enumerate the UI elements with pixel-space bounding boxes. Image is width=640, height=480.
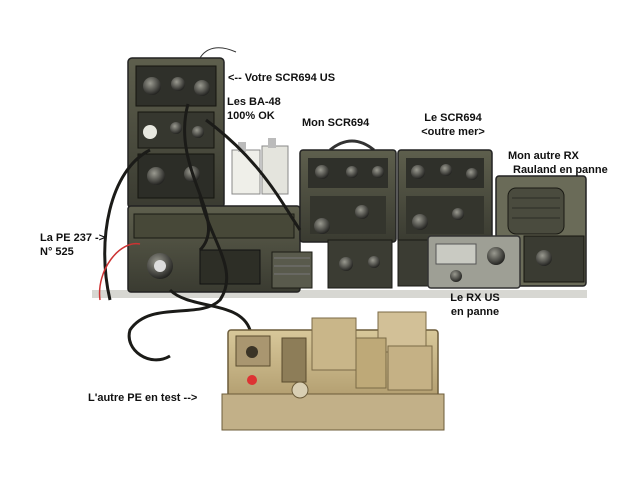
ba48-batteries [231, 138, 289, 195]
label-votre-scr694: <-- Votre SCR694 US [228, 72, 336, 84]
red-wire [98, 243, 141, 301]
rx-us-unit [427, 235, 521, 289]
label-mon-scr694: Mon SCR694 [302, 117, 370, 129]
cables [103, 103, 302, 362]
label-mon-autre-rx-line2: Rauland en panne [513, 164, 608, 176]
label-mon-autre-rx-line1: Mon autre RX [508, 150, 579, 162]
le-scr694-unit [397, 149, 493, 287]
label-ba48-line2: 100% OK [227, 110, 275, 122]
label-pe237-line1: La PE 237 -> [40, 232, 106, 244]
label-ba48-line1: Les BA-48 [227, 96, 281, 108]
mon-scr694-unit [299, 139, 397, 289]
antenna-wire [199, 47, 237, 59]
label-pe237-line2: N° 525 [40, 246, 74, 258]
votre-scr694-unit [127, 57, 225, 209]
label-rx-us-line2: en panne [450, 306, 500, 318]
label-le-scr694-line1: Le SCR694 [424, 112, 482, 124]
label-le-scr694-line2: <outre mer> [421, 126, 485, 138]
bench-shadow [92, 290, 587, 298]
pe237-unit [127, 205, 313, 293]
autre-pe-chassis [221, 311, 445, 431]
label-autre-pe: L'autre PE en test --> [88, 392, 198, 404]
label-rx-us-line1: Le RX US [450, 292, 500, 304]
